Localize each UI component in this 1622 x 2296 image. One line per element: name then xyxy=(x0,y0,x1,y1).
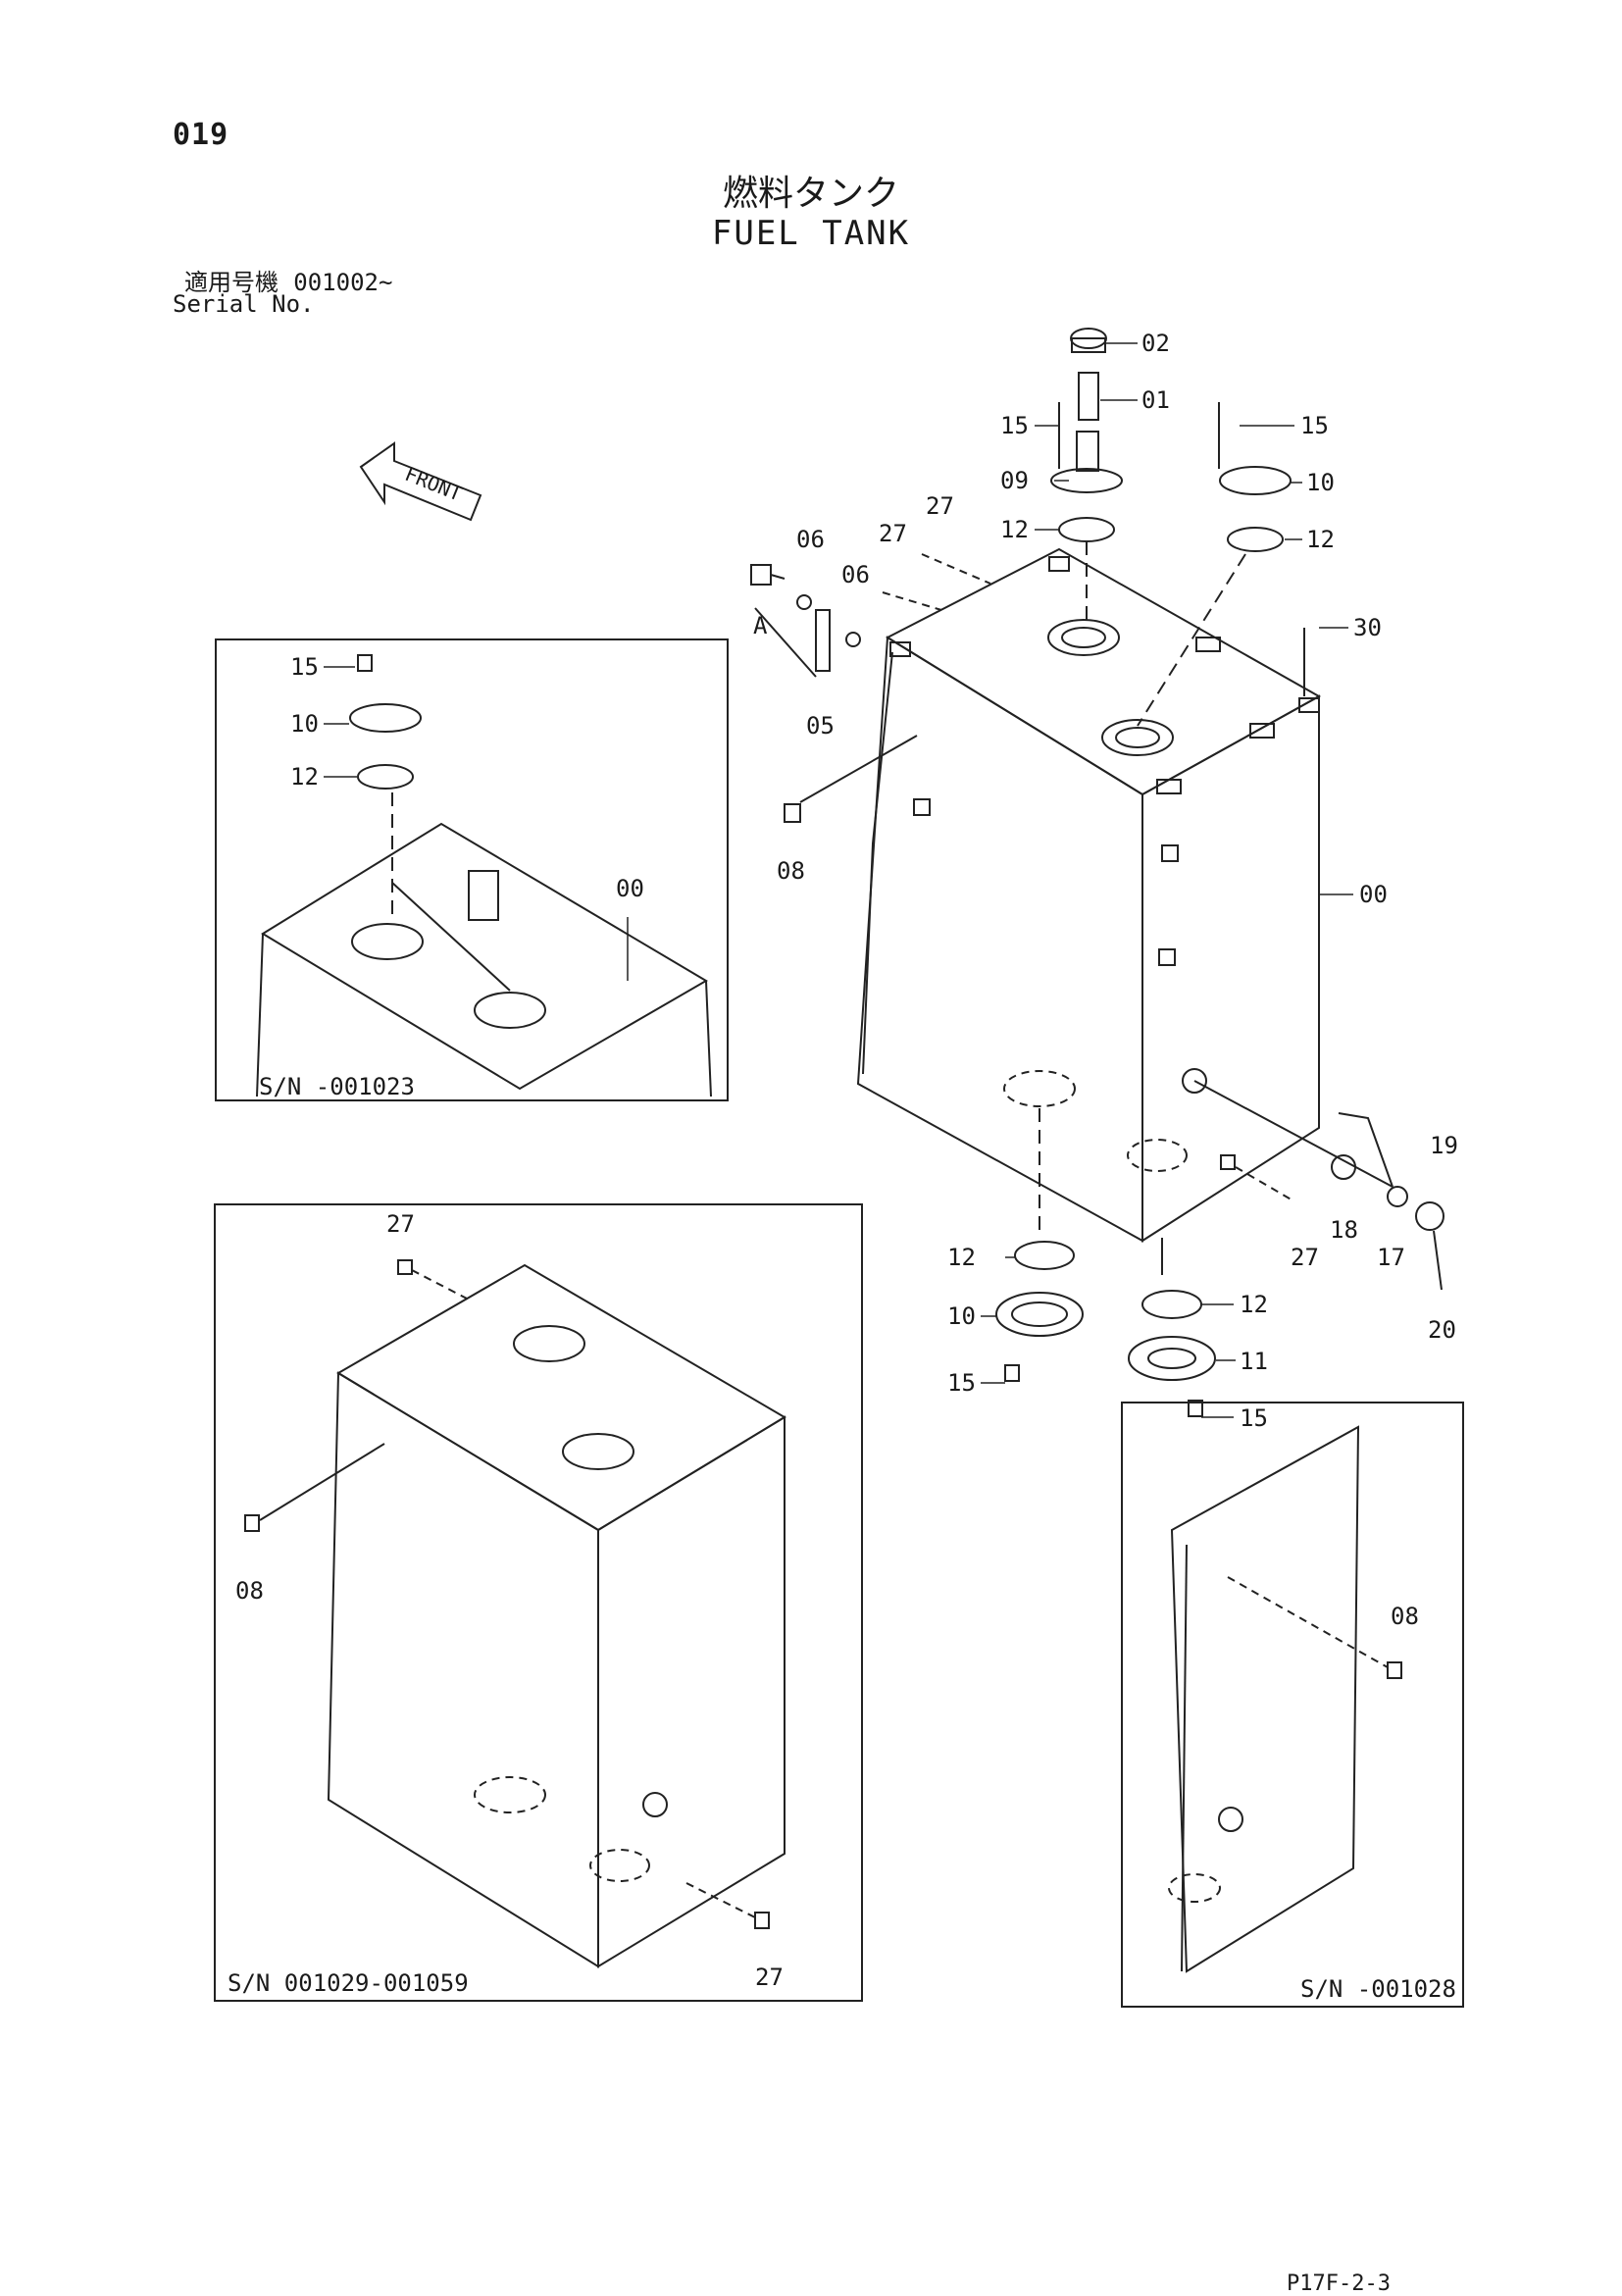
callout-label: 11 xyxy=(1240,1348,1268,1375)
callout-label: 06 xyxy=(841,561,870,588)
callout-label: 15 xyxy=(1000,412,1029,439)
filler-parts xyxy=(1050,328,1305,727)
main-fuel-tank xyxy=(856,547,1322,1275)
callout-label: 01 xyxy=(1141,386,1170,414)
page-number: 019 xyxy=(173,118,229,152)
callout-label: 06 xyxy=(796,526,825,553)
page-title-japanese: 燃料タンク xyxy=(722,174,899,214)
callout-label: 18 xyxy=(1330,1216,1358,1244)
inset-tank-sn-001028 xyxy=(1168,1425,1402,1973)
callout-label: 02 xyxy=(1141,330,1170,357)
bottom-parts xyxy=(995,1241,1216,1417)
callout-label: 12 xyxy=(1306,526,1335,553)
callout-label: 12 xyxy=(290,763,319,791)
callout-label: 20 xyxy=(1428,1316,1456,1344)
serial-value: 001002~ xyxy=(293,269,393,296)
callout-label: 30 xyxy=(1353,614,1382,641)
page-code: P17F-2-3 xyxy=(1287,2271,1391,2296)
inset-caption: S/N -001028 xyxy=(1300,1975,1456,2003)
callout-label: 15 xyxy=(1240,1404,1268,1432)
callout-label: 17 xyxy=(1377,1244,1405,1271)
callout-label: 27 xyxy=(1291,1244,1319,1271)
inset-frame-sn-001028 xyxy=(1121,1402,1464,2008)
callout-label: 27 xyxy=(926,492,954,520)
callout-label: 27 xyxy=(879,520,907,547)
serial-label-japanese: 適用号機 xyxy=(184,269,279,296)
callout-leaders xyxy=(324,342,1353,1418)
inset-frame-sn-001023 xyxy=(215,638,729,1101)
inset-tank-sn-001023 xyxy=(256,654,712,1097)
inset-frame-sn-001029-001059 xyxy=(214,1203,863,2002)
callout-labels: 02 01 15 15 09 10 12 12 27 27 06 06 A 05… xyxy=(228,330,1458,2003)
callout-label: 05 xyxy=(806,712,835,740)
callout-label: 15 xyxy=(947,1369,976,1397)
callout-label: 10 xyxy=(1306,469,1335,496)
callout-label: 09 xyxy=(1000,467,1029,494)
callout-label: 08 xyxy=(235,1577,264,1605)
callout-label: 12 xyxy=(1000,516,1029,543)
inset-caption: S/N 001029-001059 xyxy=(228,1969,469,1997)
serial-line: 適用号機 001002~ xyxy=(184,263,392,297)
callout-label: 27 xyxy=(755,1964,784,1991)
serial-label: Serial No. xyxy=(173,290,315,318)
page-title: FUEL TANK xyxy=(711,214,911,253)
callout-label: 08 xyxy=(777,857,805,885)
inset-caption: S/N -001023 xyxy=(259,1073,415,1100)
callout-label: 15 xyxy=(1300,412,1329,439)
callout-label: 19 xyxy=(1430,1132,1458,1159)
callout-label: 10 xyxy=(947,1302,976,1330)
callout-label: 12 xyxy=(947,1244,976,1271)
bracket-parts xyxy=(750,553,991,823)
callout-label: A xyxy=(753,612,768,639)
callout-label: 08 xyxy=(1391,1603,1419,1630)
callout-label: 15 xyxy=(290,653,319,681)
callout-label: 00 xyxy=(616,875,644,902)
sender-parts xyxy=(1193,1080,1445,1291)
front-arrow: FRONT xyxy=(359,441,482,522)
callout-label: 12 xyxy=(1240,1291,1268,1318)
inset-tank-sn-001029-001059 xyxy=(244,1259,786,1968)
callout-label: 00 xyxy=(1359,881,1388,908)
callout-label: 27 xyxy=(386,1210,415,1238)
callout-label: 10 xyxy=(290,710,319,738)
front-label: FRONT xyxy=(402,462,466,506)
